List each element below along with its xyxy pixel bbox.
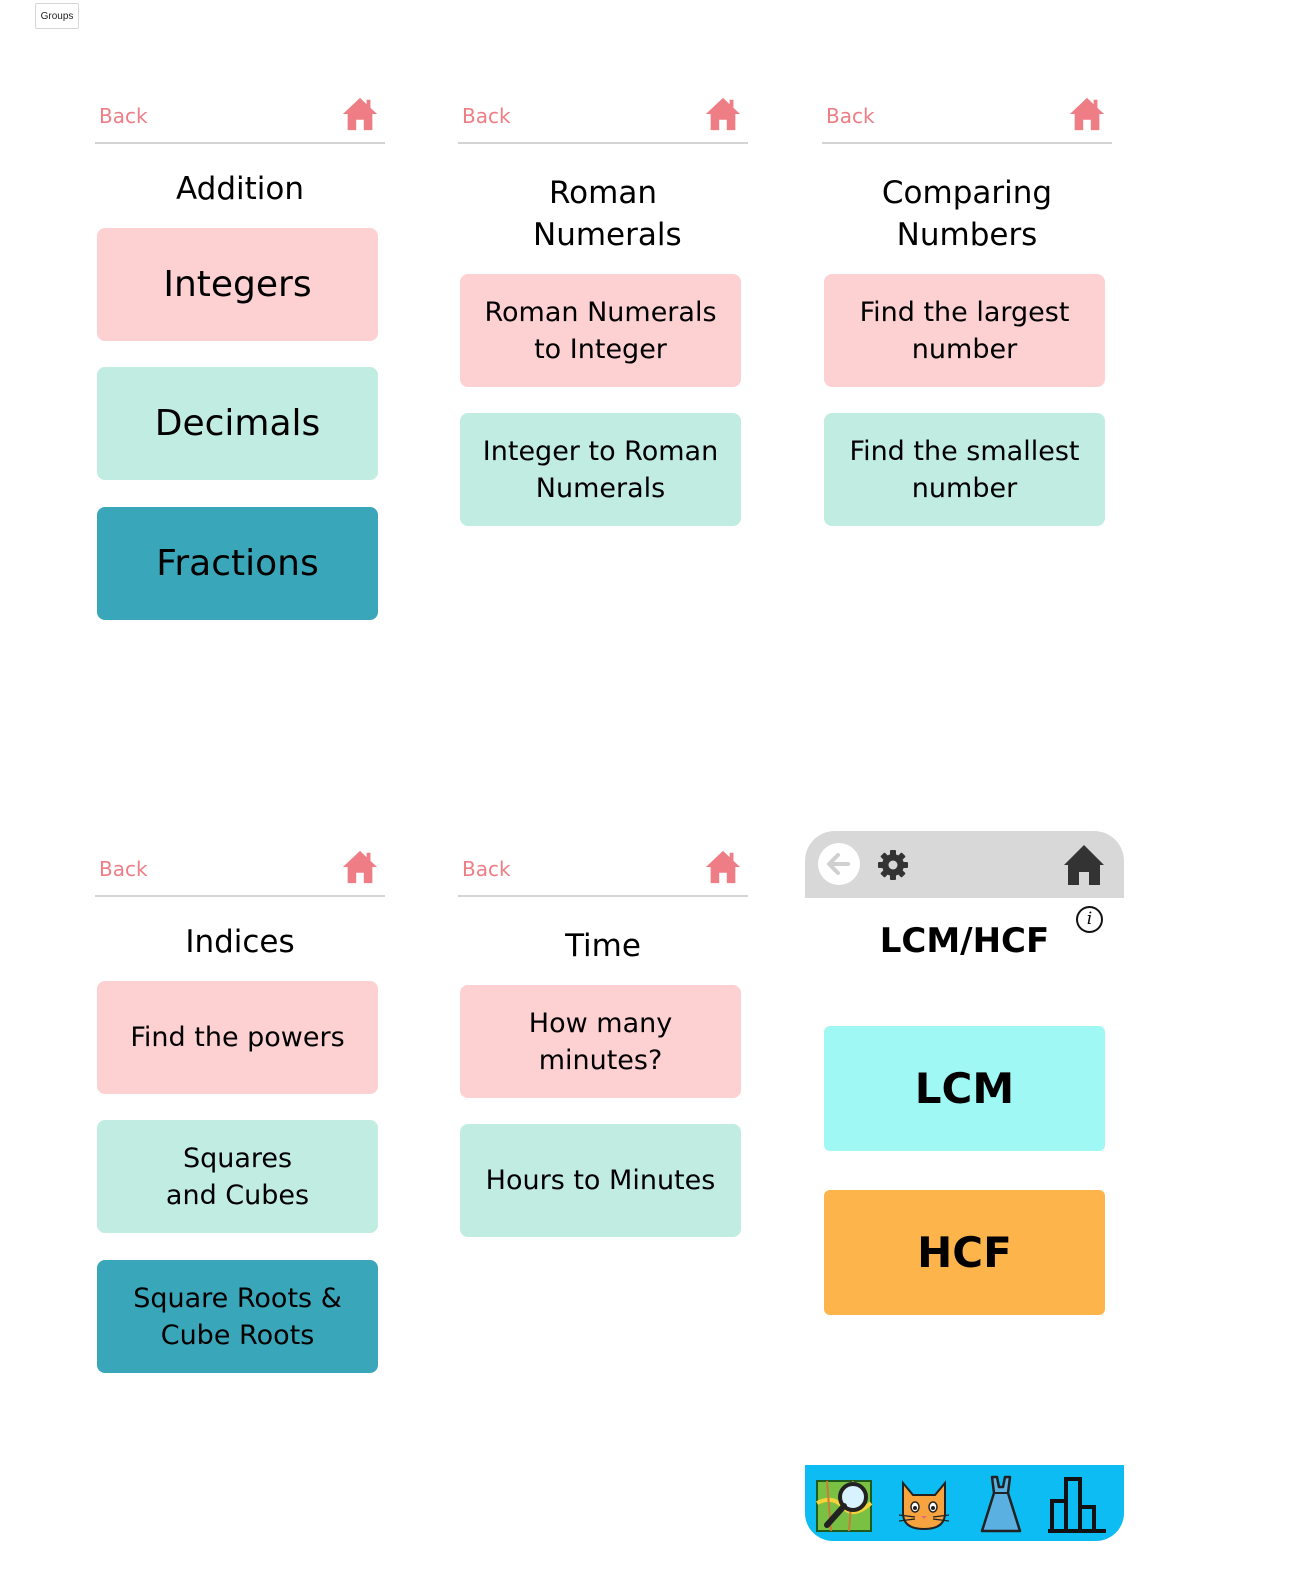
top-bar: Back (822, 93, 1112, 144)
tile-squares-cubes[interactable]: Squares and Cubes (97, 1120, 378, 1233)
tile-integer-to-roman[interactable]: Integer to Roman Numerals (460, 413, 741, 526)
tile-find-largest[interactable]: Find the largest number (824, 274, 1105, 387)
gear-icon[interactable] (876, 848, 910, 882)
tile-label: Fractions (156, 542, 319, 584)
bar-chart-icon[interactable] (1046, 1473, 1108, 1535)
home-icon[interactable] (1062, 843, 1106, 887)
groups-tag[interactable]: Groups (35, 3, 79, 29)
top-bar: Back (95, 846, 385, 897)
tile-find-smallest[interactable]: Find the smallest number (824, 413, 1105, 526)
tile-how-many-minutes[interactable]: How many minutes? (460, 985, 741, 1098)
back-link[interactable]: Back (462, 857, 511, 881)
panel-time: Back Time How many minutes? Hours to Min… (458, 846, 748, 1237)
hcf-button[interactable]: HCF (824, 1190, 1105, 1315)
bottom-nav-bar (805, 1465, 1124, 1541)
back-arrow-icon[interactable] (818, 843, 860, 885)
tile-label: Find the largest number (859, 296, 1070, 365)
page-title: Indices (185, 924, 295, 960)
tile-roman-to-integer[interactable]: Roman Numerals to Integer (460, 274, 741, 387)
home-icon[interactable] (341, 848, 379, 886)
tile-label: Square Roots & Cube Roots (133, 1282, 342, 1351)
top-bar: Back (458, 93, 748, 144)
top-bar: Back (95, 93, 385, 144)
home-icon[interactable] (341, 95, 379, 133)
dress-icon[interactable] (970, 1473, 1032, 1535)
lcm-button[interactable]: LCM (824, 1026, 1105, 1151)
tile-label: Integers (163, 263, 312, 305)
info-icon[interactable]: i (1076, 906, 1103, 933)
back-link[interactable]: Back (826, 104, 875, 128)
panel-roman-numerals: Back Roman Numerals Roman Numerals to In… (458, 93, 748, 526)
tile-label: Squares and Cubes (165, 1142, 310, 1211)
tile-decimals[interactable]: Decimals (97, 367, 378, 480)
page-title: Addition (175, 171, 304, 207)
page-title: Comparing Numbers (881, 175, 1053, 253)
tile-label: Integer to Roman Numerals (482, 435, 719, 504)
phone-top-bar (805, 831, 1124, 898)
tile-label: Hours to Minutes (485, 1165, 716, 1196)
button-label: HCF (917, 1228, 1012, 1277)
panel-addition: Back Addition Integers Decimals Fraction… (95, 93, 385, 620)
page-title: Roman Numerals (533, 175, 682, 253)
tile-label: Roman Numerals to Integer (484, 296, 717, 365)
tile-integers[interactable]: Integers (97, 228, 378, 341)
home-icon[interactable] (1068, 95, 1106, 133)
tile-roots[interactable]: Square Roots & Cube Roots (97, 1260, 378, 1373)
cat-icon[interactable] (893, 1473, 955, 1535)
panel-comparing-numbers: Back Comparing Numbers Find the largest … (822, 93, 1112, 526)
home-icon[interactable] (704, 95, 742, 133)
tile-hours-to-minutes[interactable]: Hours to Minutes (460, 1124, 741, 1237)
tile-label: Find the powers (130, 1022, 345, 1053)
page-title: Time (565, 928, 641, 964)
top-bar: Back (458, 846, 748, 897)
tile-fractions[interactable]: Fractions (97, 507, 378, 620)
page-title: LCM/HCF (879, 921, 1050, 961)
back-link[interactable]: Back (99, 857, 148, 881)
home-icon[interactable] (704, 848, 742, 886)
back-link[interactable]: Back (462, 104, 511, 128)
lcm-hcf-screen: i LCM/HCF LCM HCF (805, 831, 1124, 1541)
panel-indices: Back Indices Find the powers Squares and… (95, 846, 385, 1373)
tile-label: Find the smallest number (849, 435, 1080, 504)
map-search-icon[interactable] (813, 1473, 875, 1535)
tile-label: How many minutes? (528, 1007, 673, 1076)
back-link[interactable]: Back (99, 104, 148, 128)
tile-label: Decimals (154, 402, 321, 444)
tile-find-powers[interactable]: Find the powers (97, 981, 378, 1094)
button-label: LCM (914, 1064, 1015, 1113)
